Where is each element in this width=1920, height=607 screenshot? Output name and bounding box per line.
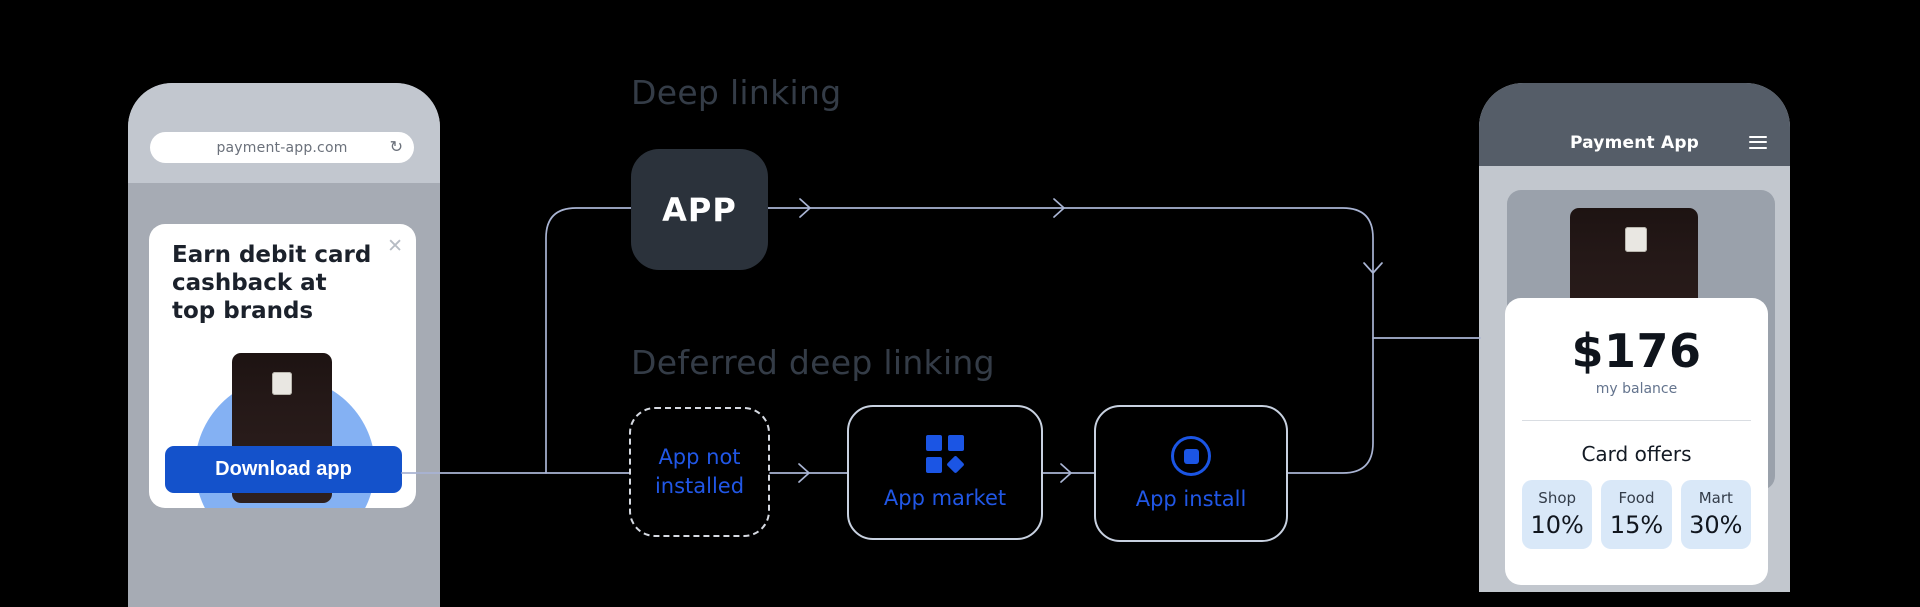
app-install-circle-icon	[1171, 436, 1211, 476]
arrowhead-right-icon	[1053, 198, 1065, 218]
app-install-label: App install	[1135, 487, 1247, 511]
menu-icon[interactable]	[1749, 135, 1767, 153]
browser-phone-mockup: payment-app.com ↻ Earn debit card cashba…	[128, 83, 440, 607]
app-not-installed-node: App not installed	[629, 407, 770, 537]
offer-chip-mart: Mart 30%	[1680, 480, 1751, 549]
arrowhead-right-icon	[798, 463, 810, 483]
offer-chip-food: Food 15%	[1601, 480, 1672, 549]
balance-amount: $176	[1571, 324, 1702, 378]
download-promo-card: Earn debit card cashback at top brands ✕…	[149, 224, 416, 508]
app-node: APP	[631, 149, 768, 270]
app-not-installed-label: App not installed	[654, 445, 745, 498]
connector-branch-deep-link	[545, 207, 632, 474]
app-title: Payment App	[1569, 133, 1700, 153]
url-text: payment-app.com	[216, 139, 348, 156]
refresh-icon[interactable]: ↻	[389, 137, 403, 156]
arrowhead-right-icon	[1060, 463, 1072, 483]
divider	[1522, 420, 1751, 421]
app-market-node: App market	[847, 405, 1043, 540]
download-app-button[interactable]: Download app	[165, 446, 402, 493]
balance-card: $176 my balance Card offers Shop 10% Foo…	[1505, 298, 1768, 585]
deep-linking-title: Deep linking	[631, 73, 842, 112]
app-market-grid-icon	[926, 435, 965, 474]
payment-app-phone-mockup: Payment App $176 my balance Card offers …	[1479, 83, 1790, 592]
promo-title: Earn debit card cashback at top brands	[172, 242, 372, 324]
card-offers-title: Card offers	[1581, 442, 1692, 466]
deferred-deep-linking-title: Deferred deep linking	[631, 343, 995, 382]
arrowhead-down-icon	[1363, 262, 1383, 274]
browser-toolbar: payment-app.com ↻	[128, 83, 440, 183]
app-node-label: APP	[662, 190, 737, 229]
offers-row: Shop 10% Food 15% Mart 30%	[1505, 480, 1768, 549]
close-icon[interactable]: ✕	[387, 235, 403, 257]
app-market-label: App market	[883, 486, 1007, 510]
app-header: Payment App	[1479, 83, 1790, 166]
offer-chip-shop: Shop 10%	[1522, 480, 1593, 549]
address-bar[interactable]: payment-app.com ↻	[150, 132, 414, 163]
card-chip-icon	[1625, 227, 1647, 252]
balance-label: my balance	[1595, 381, 1678, 397]
arrowhead-right-icon	[799, 198, 811, 218]
app-install-node: App install	[1094, 405, 1288, 542]
card-chip-icon	[272, 372, 292, 395]
